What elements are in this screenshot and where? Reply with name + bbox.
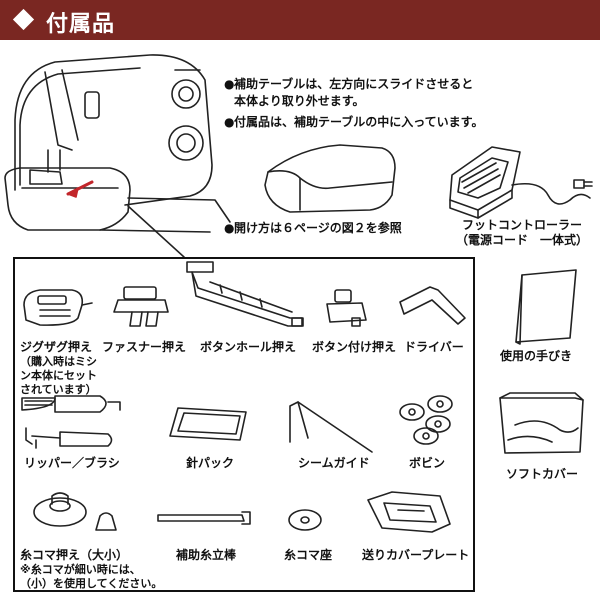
- ripper-brush-icon: [21, 395, 121, 449]
- zipper-foot-label: ファスナー押え: [102, 340, 187, 354]
- sewing-machine-icon: [4, 54, 231, 233]
- soft-cover-icon: [499, 392, 584, 454]
- accessories-box: [13, 257, 475, 592]
- zigzag-foot-label: ジグザグ押え （購入時はミシ ン本体にセット されています）: [20, 340, 97, 396]
- note-slide-table: ●補助テーブルは、左方向にスライドさせると 本体より取り外せます。: [224, 77, 474, 108]
- cover-plate-label: 送りカバープレート: [362, 548, 470, 562]
- note-accessories-inside: ●付属品は、補助テーブルの中に入っています。: [224, 115, 484, 129]
- spool-felt-label: 糸コマ座: [284, 548, 333, 562]
- spool-felt-icon: [288, 509, 322, 531]
- seam-guide-icon: [289, 401, 373, 453]
- cover-plate-icon: [367, 491, 451, 533]
- zigzag-foot-icon: [23, 289, 93, 326]
- manual-label: 使用の手びき: [500, 349, 573, 363]
- foot-controller-label: フットコントローラー （電源コード 一体式）: [456, 218, 589, 247]
- extension-table-icon: [264, 144, 396, 213]
- bobbin-icon: [399, 395, 453, 445]
- screwdriver-icon: [399, 286, 466, 325]
- button-sewing-foot-icon: [326, 289, 367, 327]
- manual-book-icon: [515, 269, 577, 343]
- seam-guide-label: シームガイド: [298, 456, 370, 470]
- buttonhole-foot-label: ボタンホール押え: [200, 340, 297, 354]
- spool-pin-icon: [157, 511, 251, 525]
- section-title: 付属品: [46, 12, 116, 37]
- spool-cap-label: 糸コマ押え（大小） ※糸コマが細い時には、 （小）を使用してください。: [20, 548, 163, 590]
- note-open-method: ●開け方は６ページの図２を参照: [224, 221, 402, 235]
- button-sewing-foot-label: ボタン付け押え: [312, 340, 397, 354]
- needle-pack-label: 針パック: [186, 456, 235, 470]
- ripper-brush-label: リッパー／ブラシ: [24, 456, 120, 470]
- screwdriver-label: ドライバー: [404, 340, 464, 354]
- buttonhole-foot-icon: [186, 261, 304, 327]
- spool-pin-label: 補助糸立棒: [176, 548, 237, 562]
- bobbin-label: ボビン: [409, 456, 446, 470]
- section-header: 付属品: [0, 0, 600, 40]
- foot-controller-icon: [449, 146, 593, 219]
- zipper-foot-icon: [113, 286, 169, 327]
- needle-pack-icon: [169, 407, 247, 441]
- soft-cover-label: ソフトカバー: [506, 467, 579, 481]
- spool-cap-icon: [33, 492, 117, 531]
